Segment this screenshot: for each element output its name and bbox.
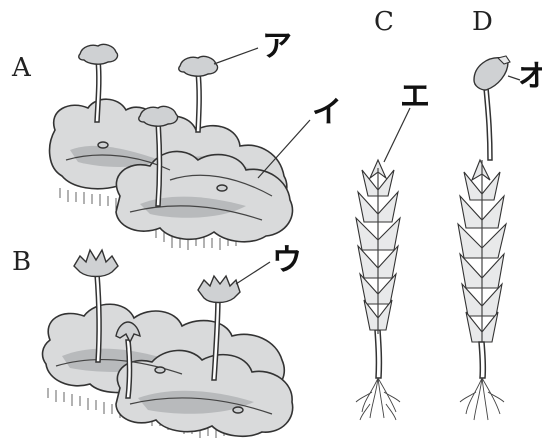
panel-label-a: A	[11, 53, 32, 83]
stalk-a3	[156, 122, 162, 206]
callout-i: イ	[312, 95, 342, 130]
leader-e	[384, 108, 410, 162]
rhizoids-c	[356, 378, 400, 420]
cap-a3	[139, 106, 178, 126]
panel-label-d: D	[472, 7, 493, 37]
leader-u	[236, 262, 270, 284]
cap-a2	[179, 56, 218, 76]
panel-a-liverwort-female	[50, 44, 293, 250]
callout-u: ウ	[272, 243, 302, 278]
panel-d-moss-sporophyte	[458, 56, 510, 420]
stem-d	[479, 342, 485, 378]
stalk-b2	[126, 340, 132, 398]
seta-d	[484, 88, 492, 160]
leafy-shoot-d	[458, 160, 506, 346]
panel-c-moss	[356, 160, 400, 420]
leader-a	[214, 48, 258, 64]
rhizoids-d	[460, 378, 504, 420]
panel-label-c: C	[374, 7, 394, 37]
stem-c	[375, 330, 381, 378]
stalk-a1	[95, 60, 101, 122]
callout-e: エ	[400, 79, 430, 114]
panel-b-liverwort-male	[43, 250, 293, 438]
cap-a1	[79, 44, 118, 64]
stalk-a2	[196, 72, 201, 132]
cap-b3	[198, 276, 240, 303]
cap-b1	[74, 250, 118, 277]
leafy-shoot-c	[356, 160, 400, 334]
callout-o: オ	[518, 59, 542, 94]
panel-label-b: B	[12, 247, 31, 277]
callout-a: ア	[262, 29, 292, 64]
